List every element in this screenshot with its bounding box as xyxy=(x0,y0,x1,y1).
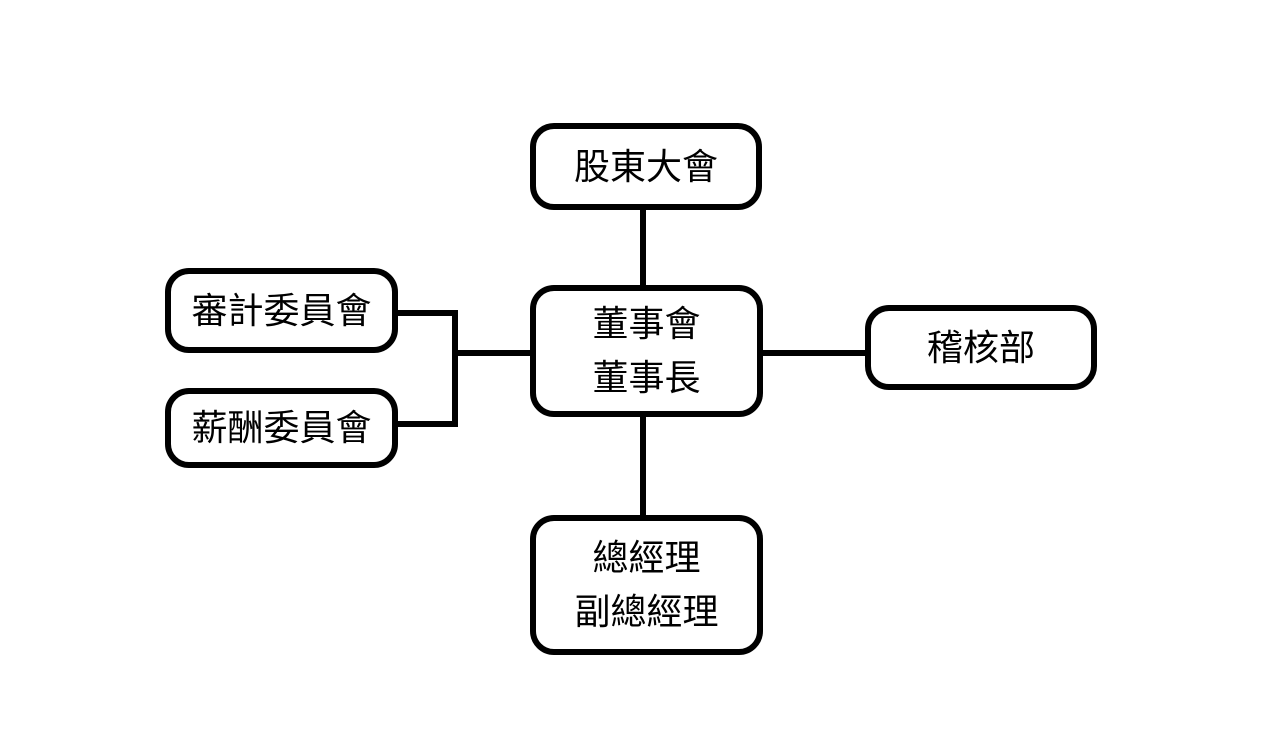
node-audit-committee: 審計委員會 xyxy=(165,268,398,353)
node-remuneration-committee: 薪酬委員會 xyxy=(165,388,398,468)
node-audit-department-label: 稽核部 xyxy=(926,327,1035,368)
node-shareholders-meeting-label: 股東大會 xyxy=(573,146,718,187)
node-shareholders-meeting: 股東大會 xyxy=(530,123,762,210)
node-general-manager: 總經理 副總經理 xyxy=(530,515,763,655)
edge-committee-bus-vertical xyxy=(452,310,458,427)
edge-board-to-audit-department xyxy=(760,350,868,356)
edge-bus-to-board xyxy=(452,350,534,356)
edge-remuneration-committee-to-bus xyxy=(396,421,456,427)
edge-board-to-general-manager xyxy=(640,414,646,518)
node-board-label-line2: 董事長 xyxy=(592,358,701,398)
node-remuneration-committee-label: 薪酬委員會 xyxy=(191,408,372,448)
node-audit-department: 稽核部 xyxy=(865,305,1097,390)
node-board-label-line1: 董事會 xyxy=(592,304,701,344)
node-board-of-directors: 董事會 董事長 xyxy=(530,285,763,417)
edge-shareholders-to-board xyxy=(640,206,646,288)
node-general-manager-label-line1: 總經理 xyxy=(592,538,701,578)
node-audit-committee-label: 審計委員會 xyxy=(191,290,372,331)
node-general-manager-label-line2: 副總經理 xyxy=(574,592,719,632)
edge-audit-committee-to-bus xyxy=(396,310,456,316)
